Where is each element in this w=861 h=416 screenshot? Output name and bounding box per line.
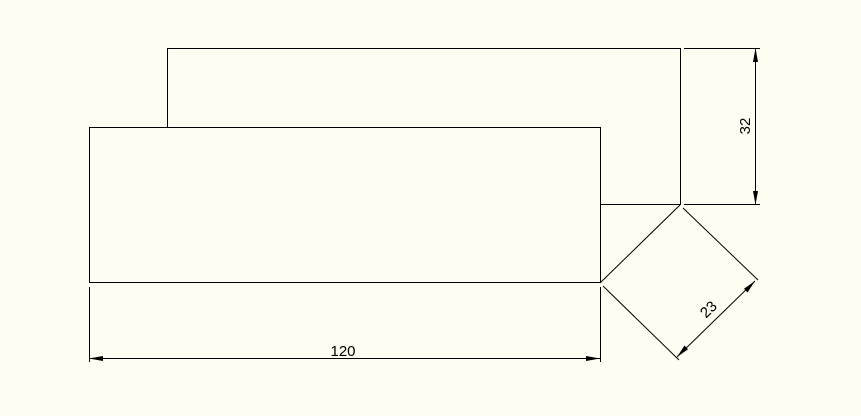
front-rectangle <box>89 127 601 283</box>
arrowhead-top <box>753 48 758 62</box>
extension-line-diag-lower <box>602 285 680 361</box>
connecting-diagonal <box>599 204 681 284</box>
dimension-text-32: 32 <box>737 118 754 135</box>
arrowhead-right <box>586 356 600 361</box>
back-rectangle <box>167 48 681 205</box>
arrowhead-diag-upper <box>744 281 755 293</box>
arrowhead-diag-lower <box>677 345 688 357</box>
dimension-bottom-width: 120 <box>89 287 601 362</box>
extension-line-diag-upper <box>682 207 759 281</box>
dimension-right-height: 32 <box>684 48 760 205</box>
dimension-line-diag <box>676 280 756 358</box>
arrowhead-bottom <box>753 191 758 205</box>
dimension-text-120: 120 <box>330 343 355 360</box>
dimension-diagonal-side: 23 <box>602 207 759 361</box>
arrowhead-left <box>89 356 103 361</box>
